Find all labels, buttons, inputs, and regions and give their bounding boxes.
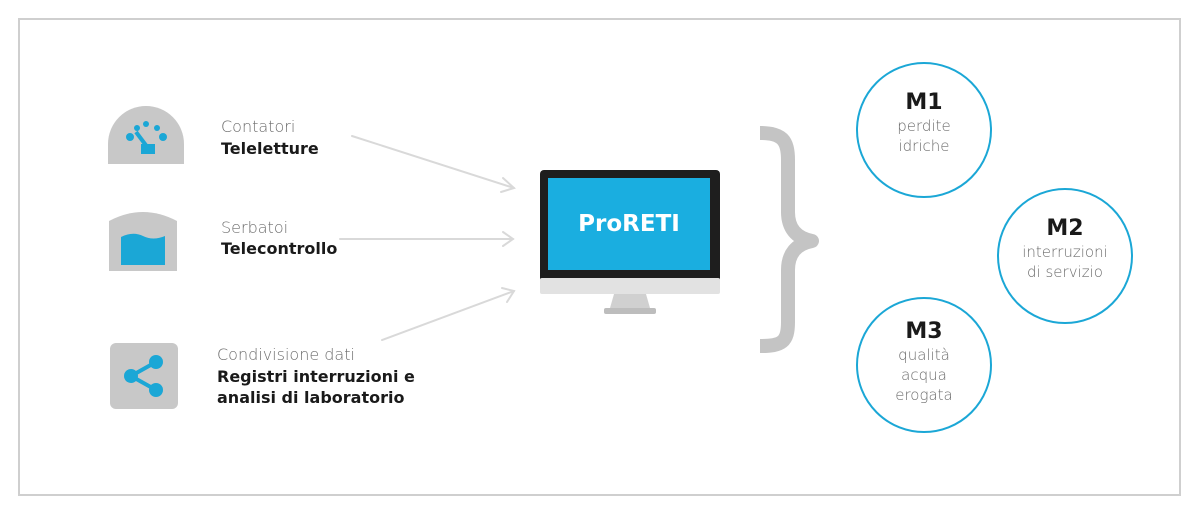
arrow-condivisione bbox=[381, 290, 515, 341]
gauge-icon bbox=[108, 106, 184, 164]
source-condivisione-bold-1: Registri interruzioni e bbox=[217, 367, 415, 386]
source-contatori-label: Contatori bbox=[221, 117, 296, 136]
source-condivisione-label: Condivisione dati bbox=[217, 345, 355, 364]
arrowhead-condivisione bbox=[501, 287, 516, 303]
monitor-icon bbox=[540, 170, 720, 314]
source-serbatoi-bold: Telecontrollo bbox=[221, 239, 338, 258]
share-icon bbox=[110, 343, 178, 409]
arrowhead-contatori bbox=[500, 177, 516, 193]
outcome-m3-desc: qualità acqua erogata bbox=[895, 346, 953, 404]
source-contatori-bold: Teleletture bbox=[221, 139, 319, 158]
outcome-m2: M2 interruzioni di servizio bbox=[997, 188, 1133, 324]
outcome-m1: M1 perdite idriche bbox=[856, 62, 992, 198]
outcome-m3-code: M3 bbox=[905, 319, 943, 344]
system-name: ProRETI bbox=[578, 211, 680, 237]
tank-icon bbox=[109, 212, 177, 271]
outcome-m2-code: M2 bbox=[1046, 216, 1084, 241]
outcome-m1-code: M1 bbox=[905, 90, 943, 115]
source-serbatoi-label: Serbatoi bbox=[221, 218, 289, 237]
source-condivisione-bold-2: analisi di laboratorio bbox=[217, 388, 405, 407]
diagram-frame bbox=[18, 18, 1181, 496]
arrow-contatori bbox=[351, 135, 515, 189]
outcome-m1-desc: perdite idriche bbox=[897, 117, 951, 155]
arrowhead-serbatoi bbox=[502, 231, 515, 247]
outcome-m3: M3 qualità acqua erogata bbox=[856, 297, 992, 433]
outcome-m2-desc: interruzioni di servizio bbox=[1022, 243, 1108, 281]
curly-brace bbox=[759, 126, 819, 353]
